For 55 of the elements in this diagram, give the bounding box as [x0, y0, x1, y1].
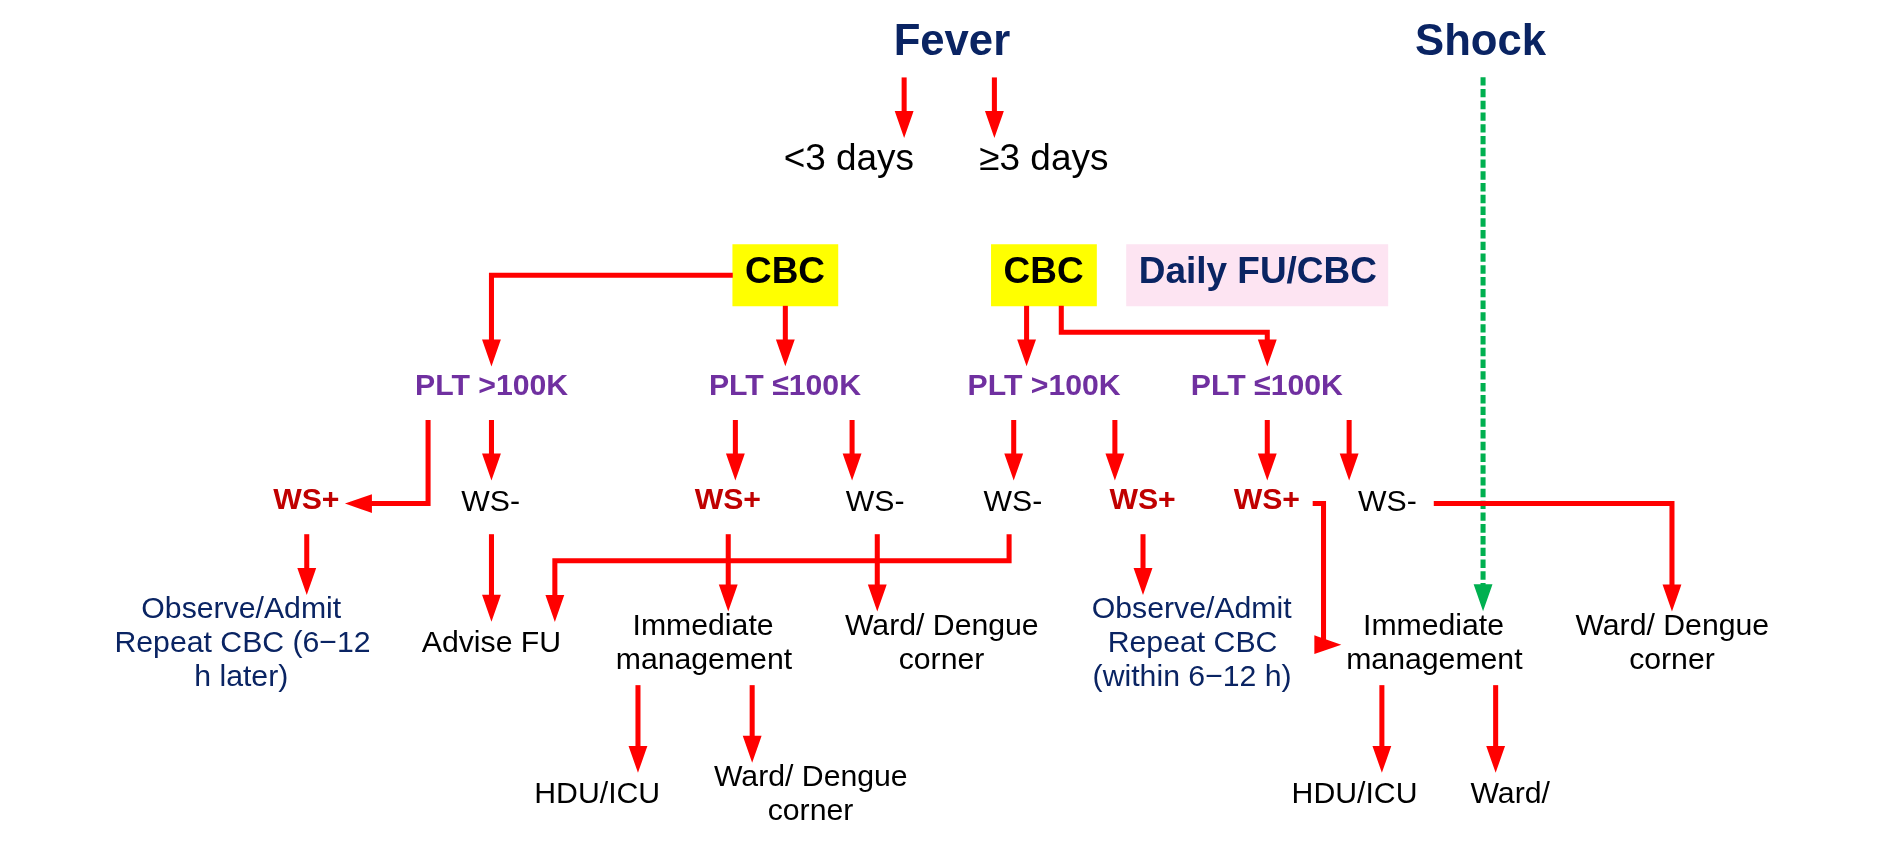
arrow	[482, 272, 733, 367]
arrow	[1257, 420, 1277, 481]
arrow	[1017, 305, 1036, 367]
node-text: WS+	[694, 482, 761, 516]
node-box: CBC	[991, 244, 1097, 307]
node-text: WS-	[845, 483, 905, 517]
node-text: Advise FU	[421, 625, 562, 659]
node-text: PLT ≤100K	[1190, 368, 1343, 402]
node-text: Fever	[893, 14, 1011, 64]
arrow	[482, 534, 501, 622]
arrow	[725, 420, 745, 481]
node-text: WS-	[461, 483, 520, 517]
node-text: Observe/Admit Repeat CBC (6−12 h later)	[114, 591, 371, 692]
node-text: WS-	[983, 483, 1043, 517]
arrow	[867, 534, 887, 612]
arrow	[345, 420, 431, 513]
node-text: Immediate management	[615, 608, 793, 675]
arrow	[1372, 685, 1392, 773]
arrow	[1133, 534, 1153, 595]
node-text: Observe/Admit Repeat CBC (within 6−12 h)	[1091, 591, 1292, 692]
arrow	[628, 685, 648, 773]
node-text: Ward/ Dengue corner	[1575, 608, 1770, 675]
arrow	[1339, 420, 1359, 481]
arrow	[1486, 685, 1506, 773]
node-text: Immediate management	[1346, 608, 1523, 675]
node-text: Shock	[1415, 14, 1547, 64]
node-text: HDU/ICU	[1291, 776, 1418, 810]
node-text: WS+	[1233, 482, 1301, 516]
arrow	[297, 534, 317, 595]
node-text: Ward/ Dengue corner	[713, 759, 908, 826]
node-text: PLT ≤100K	[708, 368, 861, 402]
arrow	[894, 77, 914, 139]
arrow	[1473, 77, 1493, 612]
node-text: <3 days	[783, 137, 915, 179]
node-box: CBC	[732, 244, 839, 307]
node-text: WS+	[273, 482, 340, 516]
node-text: HDU/ICU	[534, 776, 661, 810]
arrow	[775, 305, 795, 367]
arrow	[482, 420, 501, 481]
arrow	[1105, 420, 1125, 481]
arrow	[1058, 305, 1277, 367]
arrow	[842, 420, 862, 481]
node-text: WS+	[1109, 482, 1176, 516]
arrow	[1433, 501, 1682, 612]
arrow	[742, 685, 762, 763]
node-text: ≥3 days	[979, 137, 1109, 179]
node-box: Daily FU/CBC	[1126, 244, 1389, 307]
node-text: PLT >100K	[967, 368, 1121, 402]
node-text: WS-	[1357, 483, 1417, 517]
node-text: Ward/ Dengue corner	[844, 608, 1039, 675]
arrow	[984, 77, 1004, 139]
arrow	[718, 534, 738, 612]
arrow	[1004, 420, 1024, 481]
node-text: PLT >100K	[415, 368, 569, 402]
node-text: Ward/	[1470, 776, 1550, 810]
